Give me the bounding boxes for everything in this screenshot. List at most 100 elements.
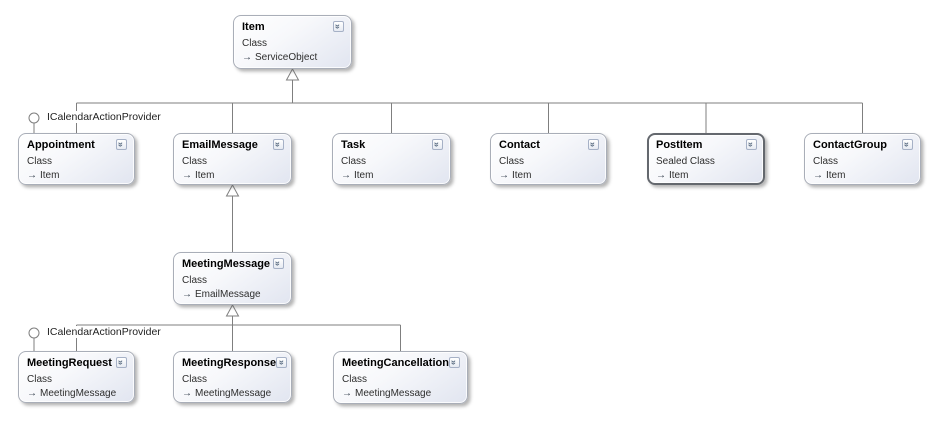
inherits-arrow-icon: →: [499, 169, 509, 181]
class-title: Contact: [499, 139, 540, 151]
inherits-arrow-icon: →: [182, 169, 192, 181]
inherits-arrow-icon: →: [182, 387, 192, 399]
inherits-arrow-icon: →: [27, 387, 37, 399]
class-title: EmailMessage: [182, 139, 258, 151]
class-node-header: Appointment »: [27, 139, 127, 154]
collapse-chevron-icon[interactable]: »: [588, 139, 599, 150]
class-stereotype: Class: [182, 156, 208, 167]
base-type-name: MeetingMessage: [355, 388, 432, 399]
collapse-chevron-icon[interactable]: »: [273, 258, 284, 269]
inherits-arrow-icon: →: [27, 169, 37, 181]
chevron-glyph: »: [273, 260, 284, 267]
class-title: PostItem: [656, 139, 703, 151]
class-node-contactgroup[interactable]: ContactGroup » Class →Item: [804, 133, 921, 185]
base-type-name: ServiceObject: [255, 52, 318, 63]
collapse-chevron-icon[interactable]: »: [449, 357, 460, 368]
base-type-name: MeetingMessage: [195, 388, 272, 399]
base-type-row: →MeetingMessage: [342, 387, 460, 400]
class-node-meetingmessage[interactable]: MeetingMessage»Class→EmailMessage: [173, 252, 292, 305]
base-type-name: Item: [40, 170, 60, 181]
inherits-arrow-icon: →: [242, 51, 252, 63]
base-type-row: →Item: [499, 169, 599, 182]
class-node-task[interactable]: Task » Class →Item: [332, 133, 451, 185]
collapse-chevron-icon[interactable]: »: [116, 139, 127, 150]
chevron-glyph: »: [746, 141, 757, 148]
interface-lollipop-icon[interactable]: [28, 112, 40, 133]
class-title: Item: [242, 21, 265, 33]
collapse-chevron-icon[interactable]: »: [333, 21, 344, 32]
class-node-header: Contact »: [499, 139, 599, 154]
base-type-name: Item: [826, 170, 846, 181]
class-stereotype: Sealed Class: [656, 156, 715, 167]
chevron-glyph: »: [902, 141, 913, 148]
class-stereotype: Class: [813, 156, 839, 167]
class-stereotype: Class: [182, 275, 208, 286]
class-node-header: MeetingCancellation»: [342, 357, 460, 372]
collapse-chevron-icon[interactable]: »: [276, 357, 288, 368]
collapse-chevron-icon[interactable]: »: [432, 139, 443, 150]
base-type-row: →Item: [656, 169, 757, 182]
class-node-contact[interactable]: Contact » Class →Item: [490, 133, 607, 185]
class-title: Task: [341, 139, 366, 151]
class-stereotype: Class: [341, 156, 367, 167]
chevron-glyph: »: [273, 141, 284, 148]
base-type-row: →ServiceObject: [242, 51, 344, 64]
chevron-glyph: »: [588, 141, 599, 148]
chevron-glyph: »: [333, 23, 344, 30]
base-type-row: →Item: [813, 169, 913, 182]
base-type-row: →Item: [341, 169, 443, 182]
class-node-header: MeetingResponse»: [182, 357, 288, 372]
base-type-row: →MeetingMessage: [182, 387, 284, 400]
inherits-arrow-icon: →: [341, 169, 351, 181]
collapse-chevron-icon[interactable]: »: [273, 139, 284, 150]
class-title: Appointment: [27, 139, 95, 151]
interface-lollipop-icon[interactable]: [28, 327, 40, 351]
class-node-postitem[interactable]: PostItem » Sealed Class →Item: [647, 133, 765, 185]
class-stereotype: Class: [182, 374, 208, 385]
class-node-meetingresponse[interactable]: MeetingResponse» Class →MeetingMessage: [173, 351, 292, 403]
class-stereotype: Class: [499, 156, 525, 167]
class-stereotype: Class: [242, 38, 268, 49]
class-node-header: PostItem »: [656, 139, 757, 154]
base-type-name: Item: [512, 170, 532, 181]
class-node-header: MeetingMessage»: [182, 258, 284, 273]
base-type-name: Item: [354, 170, 374, 181]
inheritance-connector-meetingmessage: [76, 303, 401, 351]
class-node-appointment[interactable]: Appointment»Class→Item: [18, 133, 135, 185]
collapse-chevron-icon[interactable]: »: [902, 139, 913, 150]
base-type-name: Item: [195, 170, 215, 181]
chevron-glyph: »: [432, 141, 443, 148]
class-stereotype: Class: [342, 374, 368, 385]
interface-lollipop-label[interactable]: ICalendarActionProvider: [45, 111, 163, 123]
class-title: MeetingCancellation: [342, 357, 449, 369]
collapse-chevron-icon[interactable]: »: [746, 139, 757, 150]
class-node-meetingcancellation[interactable]: MeetingCancellation» Class →MeetingMessage: [333, 351, 468, 404]
class-node-header: ContactGroup »: [813, 139, 913, 154]
base-type-row: →MeetingMessage: [27, 387, 127, 400]
class-node-emailmessage[interactable]: EmailMessage » Class →Item: [173, 133, 292, 185]
class-node-header: Task »: [341, 139, 443, 154]
class-node-item[interactable]: Item » Class →ServiceObject: [233, 15, 352, 69]
class-node-header: EmailMessage »: [182, 139, 284, 154]
class-title: ContactGroup: [813, 139, 887, 151]
class-node-header: MeetingRequest »: [27, 357, 127, 372]
base-type-row: →Item: [27, 169, 127, 182]
inheritance-triangle-icon: [225, 303, 240, 317]
chevron-glyph: »: [116, 359, 127, 366]
interface-lollipop-label[interactable]: ICalendarActionProvider: [45, 326, 163, 338]
base-type-name: Item: [669, 170, 689, 181]
chevron-glyph: »: [276, 359, 287, 366]
base-type-name: MeetingMessage: [40, 388, 117, 399]
class-node-meetingrequest[interactable]: MeetingRequest » Class →MeetingMessage: [18, 351, 135, 403]
class-title: MeetingRequest: [27, 357, 112, 369]
inheritance-triangle-icon: [225, 183, 240, 197]
inherits-arrow-icon: →: [342, 387, 352, 399]
class-title: MeetingResponse: [182, 357, 277, 369]
class-stereotype: Class: [27, 374, 53, 385]
chevron-glyph: »: [116, 141, 127, 148]
class-node-header: Item »: [242, 21, 344, 36]
inheritance-connector-item: [76, 67, 863, 133]
collapse-chevron-icon[interactable]: »: [116, 357, 127, 368]
inheritance-triangle-icon: [285, 67, 300, 81]
